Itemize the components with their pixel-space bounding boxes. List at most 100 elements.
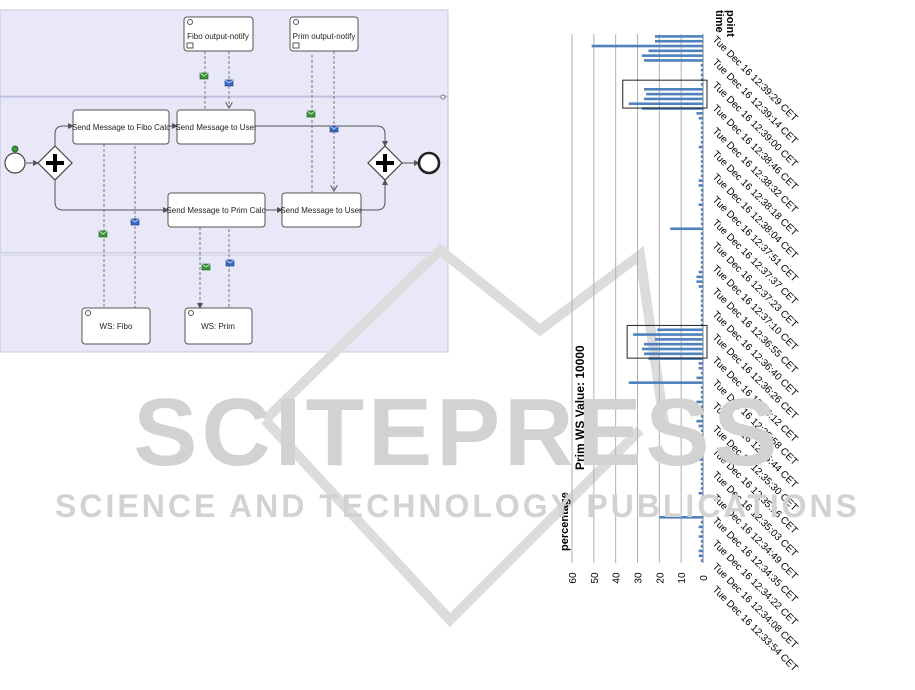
service-ws-fibo[interactable]: WS: Fibo: [81, 307, 151, 345]
bar: [700, 256, 703, 259]
bar: [700, 241, 703, 245]
bar: [700, 265, 703, 269]
lane-handle[interactable]: [440, 94, 446, 100]
bar: [670, 227, 703, 231]
bar: [700, 501, 703, 505]
sequence-flows: [26, 123, 420, 213]
bar: [698, 525, 703, 529]
parallel-gateway-join[interactable]: [367, 145, 403, 181]
bar: [657, 328, 703, 332]
service-ws-prim[interactable]: WS: Prim: [184, 307, 253, 345]
bar: [700, 299, 703, 303]
bar: [696, 376, 703, 380]
bar: [700, 251, 703, 255]
bar: [700, 83, 703, 86]
bar: [700, 318, 703, 322]
bar: [654, 338, 703, 341]
highlight-box: [622, 79, 708, 109]
bar: [591, 44, 703, 48]
message-envelope-icon: [224, 79, 234, 87]
task-send-user-bottom[interactable]: Send Message to User: [280, 192, 362, 228]
bar: [633, 333, 703, 336]
bar: [698, 285, 703, 288]
chart-grid: [571, 34, 704, 563]
bar: [698, 366, 703, 370]
watermark-logo-shape: [261, 243, 670, 628]
bar: [700, 304, 703, 308]
bar: [700, 126, 703, 130]
bar: [700, 482, 703, 485]
bar: [696, 419, 703, 423]
bar: [700, 314, 703, 317]
service-prim-output-notify[interactable]: Prim output-notify: [289, 16, 359, 52]
envelope-icon: [188, 310, 194, 316]
bar: [700, 415, 703, 418]
task-label: Send Message to Fibo Calc: [72, 123, 170, 132]
bar: [700, 559, 703, 562]
bar: [696, 280, 703, 283]
bar: [700, 198, 703, 202]
tick-label: 60: [568, 572, 579, 584]
bar: [700, 386, 703, 389]
bar: [698, 145, 703, 149]
x-axis-label-line2: point: [724, 10, 736, 37]
task-send-prim[interactable]: Send Message to Prim Calc: [166, 192, 266, 228]
task-label: Send Message to User: [175, 123, 257, 132]
bar: [698, 535, 703, 538]
bar: [700, 511, 703, 514]
bar: [700, 405, 703, 409]
bar: [641, 54, 703, 57]
service-label: WS: Fibo: [100, 322, 133, 331]
bar: [700, 544, 703, 548]
bar: [628, 381, 703, 384]
bar: [700, 73, 703, 77]
tick-label: 20: [655, 572, 666, 584]
doc-icon: [186, 42, 194, 49]
bar: [698, 179, 703, 182]
tick-label: 50: [590, 572, 601, 584]
bar: [698, 439, 703, 442]
bar: [700, 261, 703, 264]
bar: [644, 88, 703, 91]
bar: [698, 203, 703, 207]
message-flows: [103, 51, 334, 309]
tick-label: 30: [634, 572, 645, 584]
bar: [700, 150, 703, 154]
bar: [700, 217, 703, 221]
bar: [700, 496, 703, 500]
message-envelope-icon: [306, 110, 316, 118]
bar: [700, 246, 703, 250]
bar: [700, 540, 703, 543]
envelope-icon: [85, 310, 91, 316]
envelope-icon: [293, 19, 299, 25]
bar: [700, 232, 703, 235]
bar: [700, 164, 703, 168]
bar: [700, 222, 703, 226]
bar: [700, 136, 703, 139]
message-envelope-icon: [329, 125, 339, 133]
bar: [700, 169, 703, 173]
x-axis-label-line1: time: [713, 10, 725, 33]
end-event[interactable]: [417, 151, 441, 175]
tick-label: 10: [677, 572, 688, 584]
x-axis-label: time point: [713, 10, 736, 37]
parallel-gateway-split[interactable]: [37, 145, 73, 181]
service-label: Fibo output-notify: [187, 32, 249, 41]
start-event[interactable]: [4, 145, 26, 174]
message-envelope-icon: [130, 218, 140, 226]
bar: [628, 102, 703, 106]
bar: [700, 506, 703, 509]
bar: [700, 463, 703, 466]
bar: [700, 140, 703, 144]
bar: [700, 174, 703, 178]
task-send-user-top[interactable]: Send Message to User: [175, 109, 257, 145]
bar: [698, 549, 703, 553]
chart-highlight-boxes: [622, 79, 708, 359]
bar: [700, 121, 703, 125]
bar: [648, 49, 703, 53]
task-send-fibo[interactable]: Send Message to Fibo Calc: [72, 109, 170, 145]
service-fibo-output-notify[interactable]: Fibo output-notify: [183, 16, 254, 52]
y-axis-label: percentage: [559, 492, 571, 551]
